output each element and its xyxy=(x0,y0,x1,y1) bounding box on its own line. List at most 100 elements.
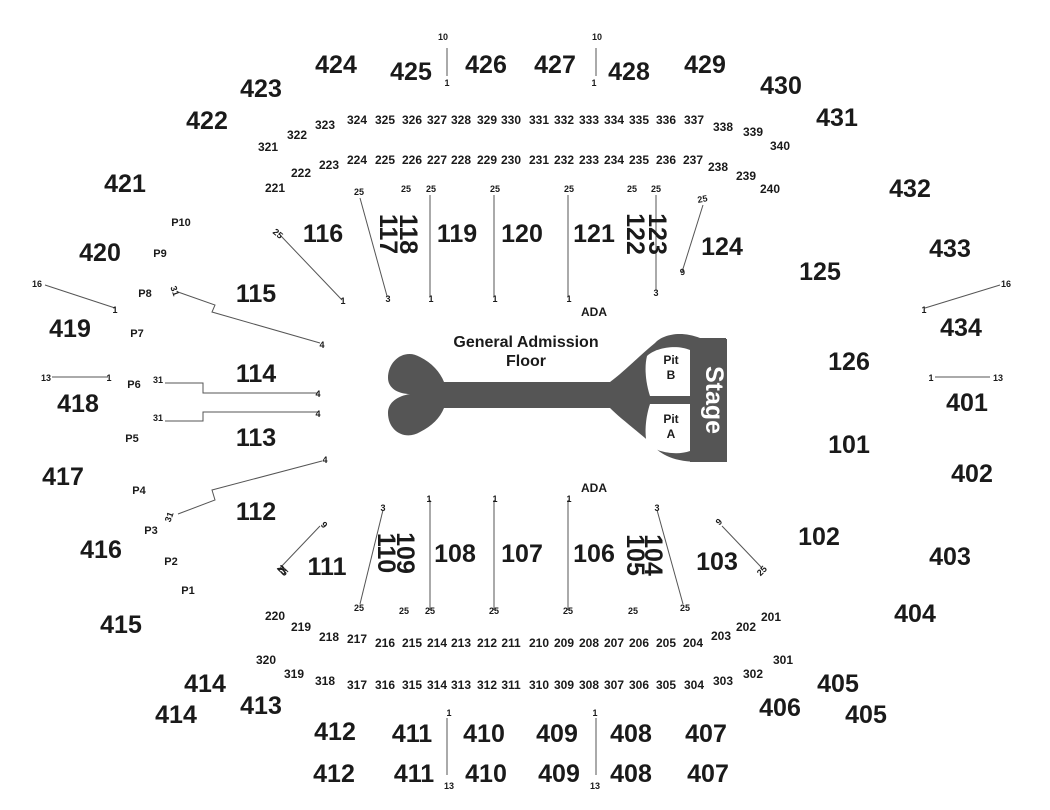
section-402[interactable]: 402 xyxy=(951,460,993,488)
section-407[interactable]: 407 xyxy=(687,760,729,788)
section-306[interactable]: 306 xyxy=(629,678,649,692)
pod-P6[interactable]: P6 xyxy=(127,379,140,391)
section-405[interactable]: 405 xyxy=(845,701,887,729)
section-233[interactable]: 233 xyxy=(579,153,599,167)
section-323[interactable]: 323 xyxy=(315,118,335,132)
section-317[interactable]: 317 xyxy=(347,678,367,692)
stage[interactable] xyxy=(690,339,727,462)
section-337[interactable]: 337 xyxy=(684,113,704,127)
section-408[interactable]: 408 xyxy=(610,720,652,748)
section-429[interactable]: 429 xyxy=(684,51,726,79)
section-104[interactable]: 104 xyxy=(639,534,667,576)
section-238[interactable]: 238 xyxy=(708,160,728,174)
section-410[interactable]: 410 xyxy=(463,720,505,748)
section-224[interactable]: 224 xyxy=(347,153,367,167)
section-207[interactable]: 207 xyxy=(604,636,624,650)
pod-P3[interactable]: P3 xyxy=(144,525,157,537)
section-222[interactable]: 222 xyxy=(291,166,311,180)
section-236[interactable]: 236 xyxy=(656,153,676,167)
section-408[interactable]: 408 xyxy=(610,760,652,788)
section-411[interactable]: 411 xyxy=(392,720,432,748)
section-214[interactable]: 214 xyxy=(427,636,447,650)
section-338[interactable]: 338 xyxy=(713,120,733,134)
section-422[interactable]: 422 xyxy=(186,107,228,135)
section-419[interactable]: 419 xyxy=(49,315,91,343)
pod-P5[interactable]: P5 xyxy=(125,433,138,445)
section-334[interactable]: 334 xyxy=(604,113,624,127)
section-415[interactable]: 415 xyxy=(100,611,142,639)
section-414[interactable]: 414 xyxy=(155,701,197,729)
section-406[interactable]: 406 xyxy=(759,694,801,722)
section-234[interactable]: 234 xyxy=(604,153,624,167)
section-401[interactable]: 401 xyxy=(946,389,988,417)
section-430[interactable]: 430 xyxy=(760,72,802,100)
section-107[interactable]: 107 xyxy=(501,540,543,568)
section-217[interactable]: 217 xyxy=(347,632,367,646)
section-235[interactable]: 235 xyxy=(629,153,649,167)
section-311[interactable]: 311 xyxy=(501,678,521,692)
section-420[interactable]: 420 xyxy=(79,239,121,267)
section-421[interactable]: 421 xyxy=(104,170,146,198)
section-114[interactable]: 114 xyxy=(236,360,276,388)
section-433[interactable]: 433 xyxy=(929,235,971,263)
section-232[interactable]: 232 xyxy=(554,153,574,167)
section-120[interactable]: 120 xyxy=(501,220,543,248)
pod-P9[interactable]: P9 xyxy=(153,248,166,260)
pod-P1[interactable]: P1 xyxy=(181,585,194,597)
section-316[interactable]: 316 xyxy=(375,678,395,692)
section-310[interactable]: 310 xyxy=(529,678,549,692)
section-108[interactable]: 108 xyxy=(434,540,476,568)
section-113[interactable]: 113 xyxy=(236,424,276,452)
section-126[interactable]: 126 xyxy=(828,348,870,376)
section-326[interactable]: 326 xyxy=(402,113,422,127)
section-118[interactable]: 118 xyxy=(394,214,422,254)
section-309[interactable]: 309 xyxy=(554,678,574,692)
section-208[interactable]: 208 xyxy=(579,636,599,650)
section-410[interactable]: 410 xyxy=(465,760,507,788)
section-230[interactable]: 230 xyxy=(501,153,521,167)
section-225[interactable]: 225 xyxy=(375,153,395,167)
section-333[interactable]: 333 xyxy=(579,113,599,127)
section-428[interactable]: 428 xyxy=(608,58,650,86)
section-117[interactable]: 117 xyxy=(374,214,402,254)
section-105[interactable]: 105 xyxy=(621,534,649,576)
section-226[interactable]: 226 xyxy=(402,153,422,167)
section-331[interactable]: 331 xyxy=(529,113,549,127)
section-409[interactable]: 409 xyxy=(538,760,580,788)
section-405[interactable]: 405 xyxy=(817,670,859,698)
section-237[interactable]: 237 xyxy=(683,153,703,167)
section-307[interactable]: 307 xyxy=(604,678,624,692)
section-308[interactable]: 308 xyxy=(579,678,599,692)
pod-P7[interactable]: P7 xyxy=(130,328,143,340)
section-121[interactable]: 121 xyxy=(573,220,615,248)
section-324[interactable]: 324 xyxy=(347,113,367,127)
section-407[interactable]: 407 xyxy=(685,720,727,748)
section-220[interactable]: 220 xyxy=(265,609,285,623)
section-339[interactable]: 339 xyxy=(743,125,763,139)
section-106[interactable]: 106 xyxy=(573,540,615,568)
section-413[interactable]: 413 xyxy=(240,692,282,720)
section-301[interactable]: 301 xyxy=(773,653,793,667)
section-109[interactable]: 109 xyxy=(391,532,419,574)
section-110[interactable]: 110 xyxy=(372,533,400,573)
section-305[interactable]: 305 xyxy=(656,678,676,692)
section-404[interactable]: 404 xyxy=(894,600,936,628)
section-417[interactable]: 417 xyxy=(42,463,84,491)
section-116[interactable]: 116 xyxy=(303,220,343,248)
section-427[interactable]: 427 xyxy=(534,51,576,79)
section-403[interactable]: 403 xyxy=(929,543,971,571)
section-221[interactable]: 221 xyxy=(265,181,285,195)
section-332[interactable]: 332 xyxy=(554,113,574,127)
section-204[interactable]: 204 xyxy=(683,636,703,650)
section-315[interactable]: 315 xyxy=(402,678,422,692)
section-412[interactable]: 412 xyxy=(313,760,355,788)
section-434[interactable]: 434 xyxy=(940,314,982,342)
section-240[interactable]: 240 xyxy=(760,182,780,196)
section-302[interactable]: 302 xyxy=(743,667,763,681)
pit-a[interactable] xyxy=(645,404,690,454)
section-206[interactable]: 206 xyxy=(629,636,649,650)
section-205[interactable]: 205 xyxy=(656,636,676,650)
section-115[interactable]: 115 xyxy=(236,280,276,308)
section-320[interactable]: 320 xyxy=(256,653,276,667)
section-102[interactable]: 102 xyxy=(798,523,840,551)
